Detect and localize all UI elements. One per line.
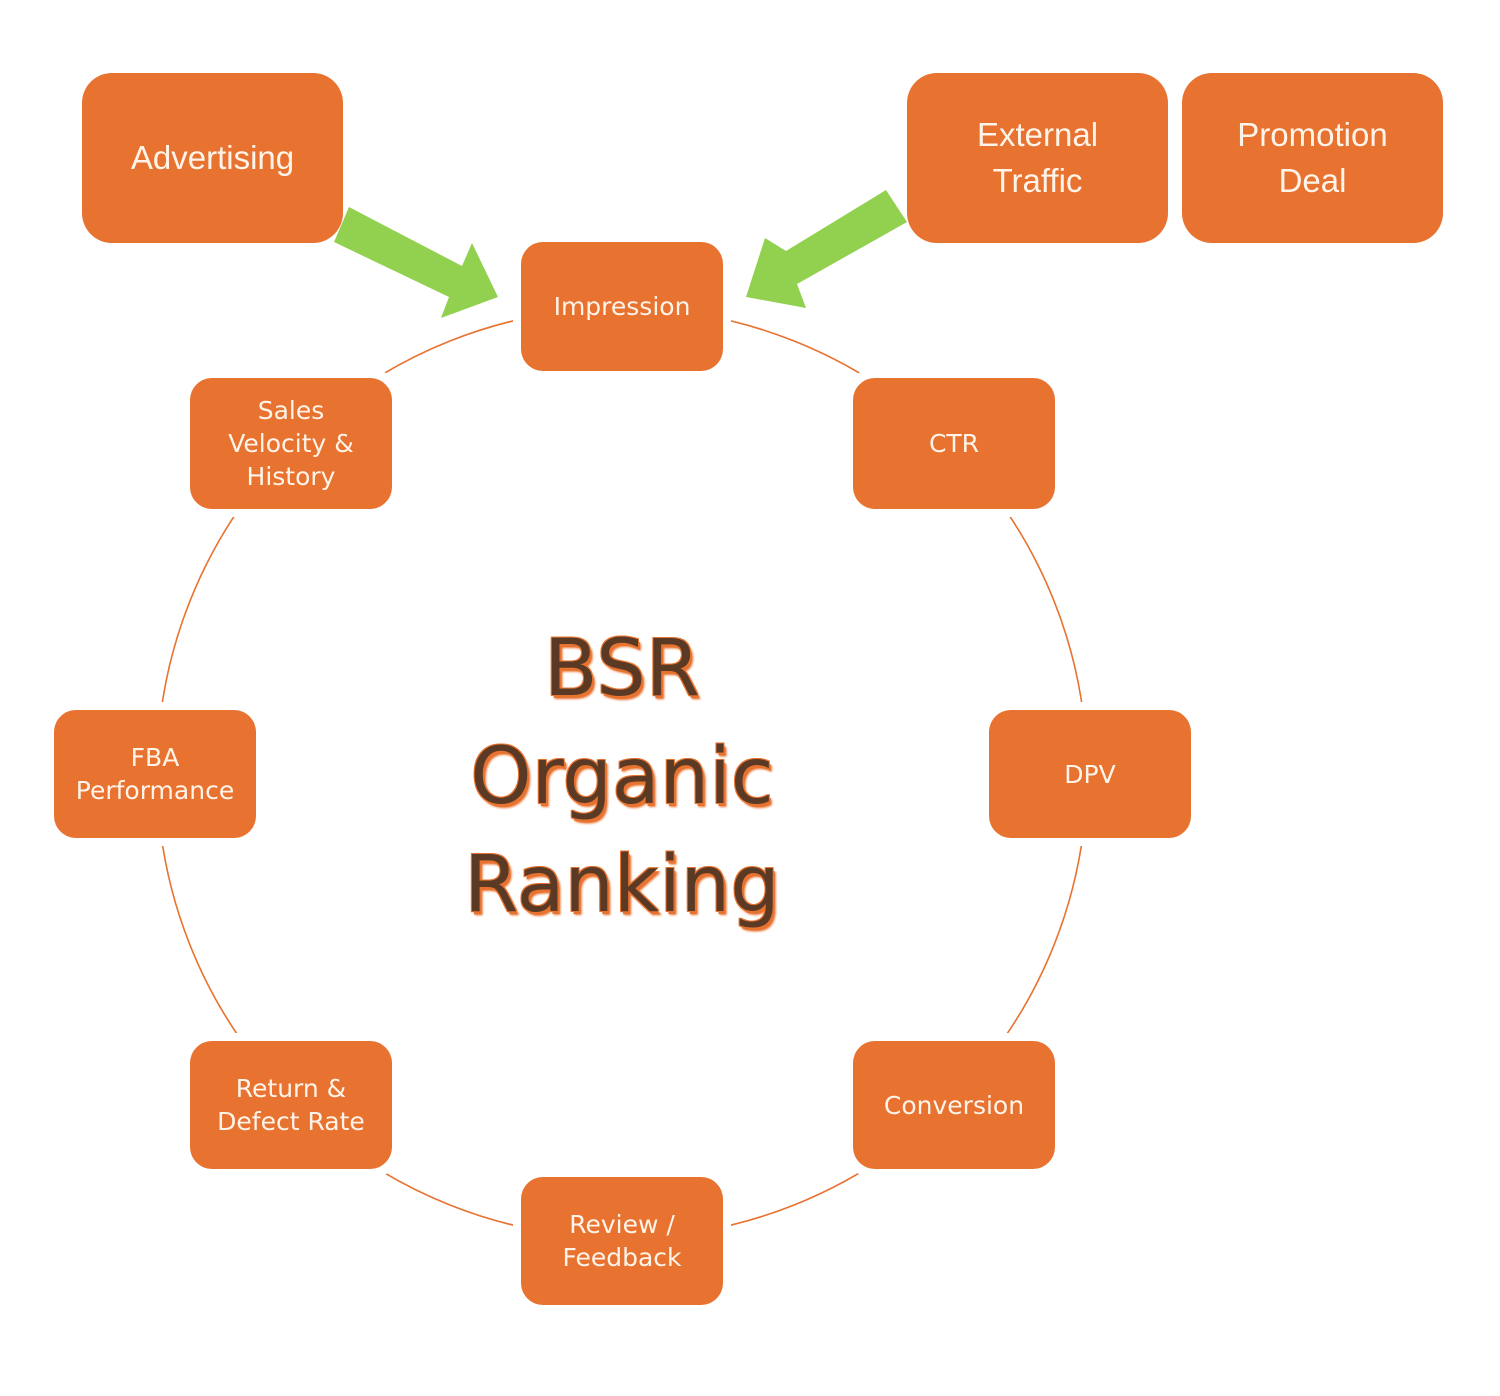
node-label: CTR (928, 429, 980, 458)
arrow-external-traffic-to-impression (746, 190, 907, 308)
node-label: FBA Performance (75, 743, 235, 805)
node-review-feedback: Review / Feedback (521, 1177, 723, 1305)
node-label: Review / Feedback (562, 1210, 682, 1272)
node-ctr: CTR (853, 378, 1055, 509)
node-advertising: Advertising (82, 73, 343, 243)
node-label: Conversion (883, 1090, 1025, 1120)
node-label: DPV (1064, 759, 1116, 789)
center-title: BSR Organic Ranking (464, 624, 780, 930)
node-label: External Traffic (976, 116, 1099, 199)
node-dpv: DPV (989, 710, 1191, 838)
node-sales-velocity-history: Sales Velocity & History (190, 378, 392, 509)
node-label: Advertising (130, 139, 295, 176)
node-conversion: Conversion (853, 1041, 1055, 1169)
node-promotion-deal: Promotion Deal (1182, 73, 1443, 243)
node-label: Impression (553, 292, 691, 321)
node-external-traffic: External Traffic (907, 73, 1168, 243)
node-label: Sales Velocity & History (228, 396, 354, 491)
node-label: Return & Defect Rate (217, 1074, 365, 1136)
node-fba-performance: FBA Performance (54, 710, 256, 838)
node-return-defect-rate: Return & Defect Rate (190, 1041, 392, 1169)
node-label: Promotion Deal (1237, 116, 1388, 199)
node-impression: Impression (521, 242, 723, 371)
arrow-advertising-to-impression (334, 207, 498, 318)
